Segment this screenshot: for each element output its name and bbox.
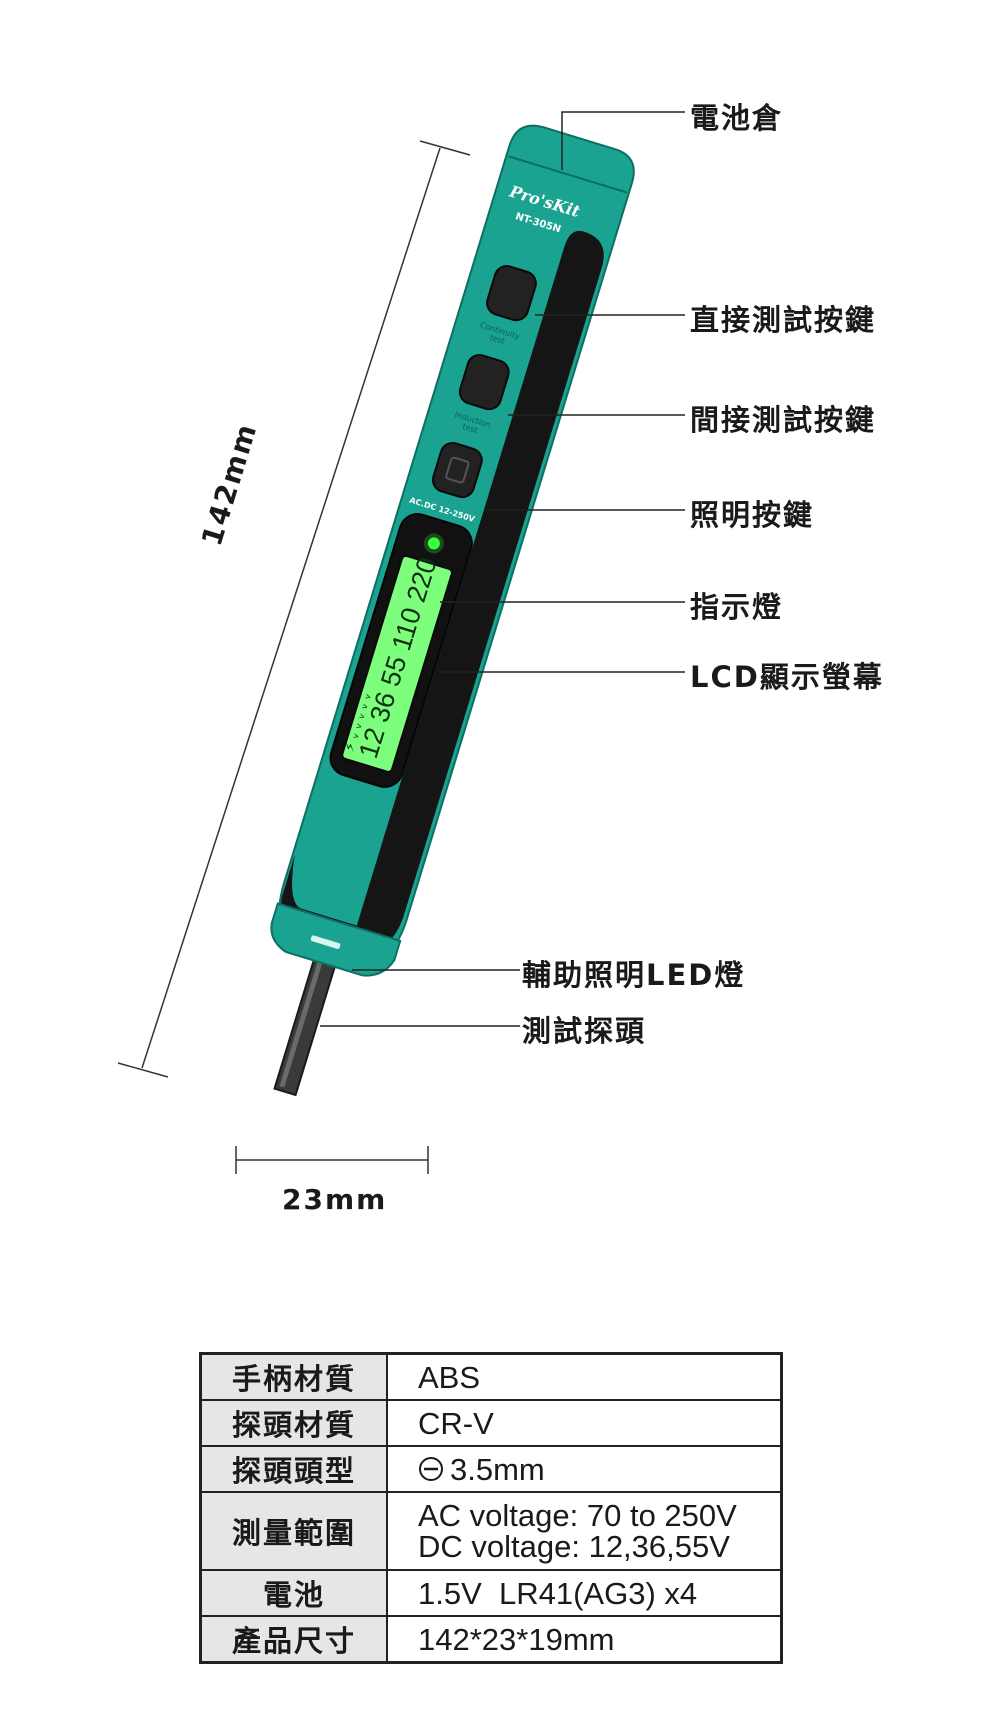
spec-value: 1.5V LR41(AG3) x4 bbox=[386, 1569, 783, 1617]
spec-value: 142*23*19mm bbox=[386, 1615, 783, 1664]
width-dimension-line bbox=[235, 1146, 429, 1174]
spec-key: 電池 bbox=[199, 1569, 388, 1617]
callout-aux-led: 輔助照明LED燈 bbox=[522, 958, 746, 992]
callout-indirect-test-button: 間接測試按鍵 bbox=[690, 403, 877, 437]
svg-text:test: test bbox=[461, 422, 478, 435]
indicator-light bbox=[427, 537, 440, 550]
spec-row: 產品尺寸 142*23*19mm bbox=[199, 1615, 783, 1664]
spec-key: 探頭頭型 bbox=[199, 1445, 388, 1493]
induction-test-button bbox=[458, 354, 510, 411]
spec-key: 測量範圍 bbox=[199, 1491, 388, 1571]
spec-key: 探頭材質 bbox=[199, 1399, 388, 1447]
product-diagram: Pro'sKit NT-305N Continuity test Inducti… bbox=[117, 111, 685, 1174]
spec-value-cell: AC voltage: 70 to 250V DC voltage: 12,36… bbox=[386, 1491, 783, 1571]
light-button bbox=[431, 441, 483, 499]
spec-key: 手柄材質 bbox=[199, 1352, 388, 1401]
aux-led bbox=[310, 935, 341, 949]
callout-light-button: 照明按鍵 bbox=[690, 498, 815, 532]
svg-text:test: test bbox=[489, 333, 506, 346]
spec-value-cell: 3.5mm bbox=[386, 1445, 783, 1493]
spec-row: 探頭頭型 3.5mm bbox=[199, 1445, 783, 1493]
spec-value: ABS bbox=[386, 1352, 783, 1401]
callout-battery-compartment: 電池倉 bbox=[690, 101, 784, 135]
spec-value: CR-V bbox=[386, 1399, 783, 1447]
callout-test-probe: 測試探頭 bbox=[522, 1014, 647, 1048]
spec-row: 電池 1.5V LR41(AG3) x4 bbox=[199, 1569, 783, 1617]
lcd-screen bbox=[341, 554, 453, 773]
spec-table: 手柄材質 ABS 探頭材質 CR-V 探頭頭型 3.5mm 測量範圍 AC vo… bbox=[199, 1352, 783, 1664]
spec-row: 測量範圍 AC voltage: 70 to 250V DC voltage: … bbox=[199, 1491, 783, 1571]
spec-value-line2: DC voltage: 12,36,55V bbox=[418, 1529, 730, 1564]
width-dimension-label: 23mm bbox=[282, 1183, 388, 1216]
callout-direct-test-button: 直接測試按鍵 bbox=[690, 303, 877, 337]
callout-indicator-light: 指示燈 bbox=[690, 590, 784, 624]
continuity-test-button bbox=[486, 265, 537, 322]
length-dimension-line bbox=[117, 140, 471, 1078]
spec-value: 3.5mm bbox=[450, 1451, 545, 1487]
spec-value: AC voltage: 70 to 250V bbox=[418, 1498, 737, 1533]
callout-lcd-screen: LCD顯示螢幕 bbox=[690, 660, 884, 694]
callout-leader-lines bbox=[320, 111, 685, 1027]
spec-row: 探頭材質 CR-V bbox=[199, 1399, 783, 1447]
spec-row: 手柄材質 ABS bbox=[199, 1352, 783, 1401]
voltage-tester-pen: Pro'sKit NT-305N Continuity test Inducti… bbox=[270, 124, 635, 1097]
spec-key: 產品尺寸 bbox=[199, 1615, 388, 1664]
flathead-slot-icon bbox=[419, 1456, 443, 1481]
